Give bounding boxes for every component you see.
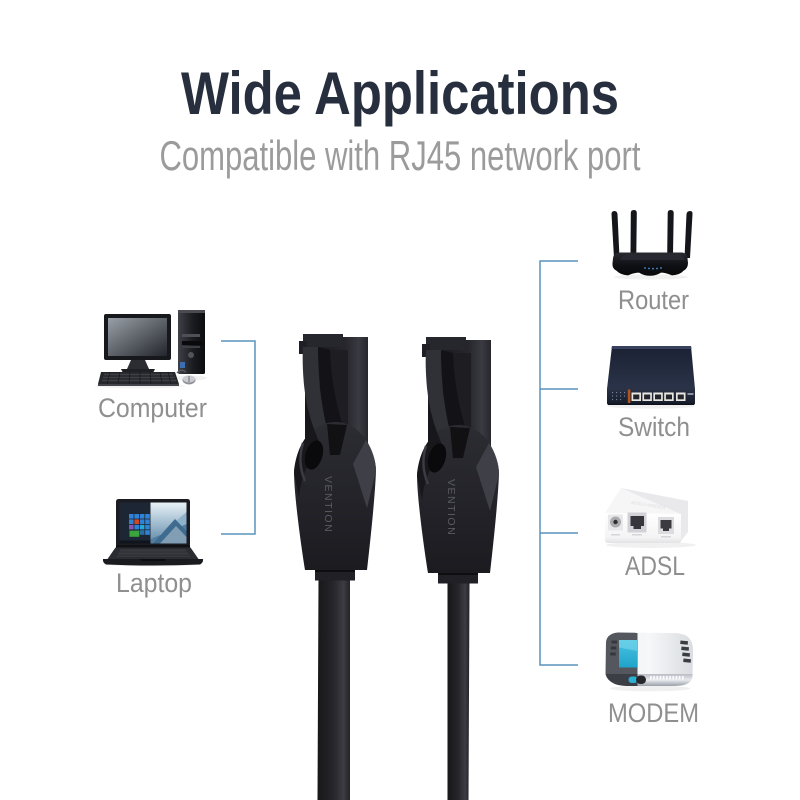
svg-text:ADSL: ADSL xyxy=(625,551,685,581)
svg-text:VENTION: VENTION xyxy=(322,476,334,533)
svg-text:Router: Router xyxy=(618,285,689,315)
svg-text:Computer: Computer xyxy=(98,393,207,423)
svg-text:ADSL2+MODEM: ADSL2+MODEM xyxy=(631,500,666,510)
svg-text:Switch: Switch xyxy=(618,412,690,442)
svg-text:Compatible with RJ45 network p: Compatible with RJ45 network port xyxy=(160,132,641,179)
svg-text:MODEM: MODEM xyxy=(608,698,699,728)
svg-text:Laptop: Laptop xyxy=(116,568,192,598)
svg-text:Wide Applications: Wide Applications xyxy=(181,60,619,127)
